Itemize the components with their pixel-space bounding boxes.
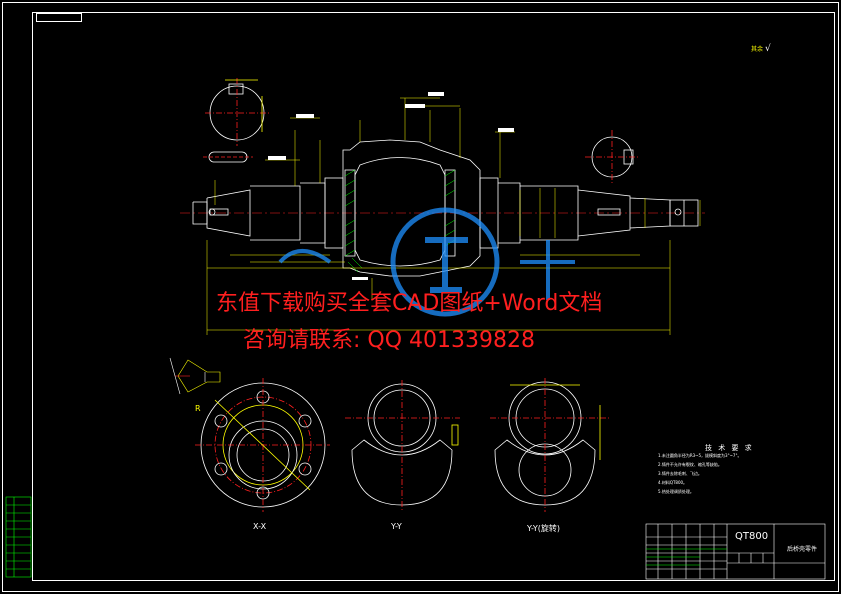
roughness-check-icon: √ <box>764 44 771 54</box>
tech-requirement-1: 1.未注圆角半径为R3~5，拔模斜度为3°~7°。 <box>658 453 742 458</box>
left-binding-strip <box>5 496 32 578</box>
dimension-lines <box>206 97 701 335</box>
tech-requirements-title: 技 术 要 求 <box>705 444 754 452</box>
tech-requirement-5: 5.热处理调质处理。 <box>658 489 694 494</box>
title-block-green-rows <box>646 548 727 566</box>
top-left-code-box <box>36 13 82 22</box>
section-label-xx: X-X <box>253 522 267 531</box>
section-label-yy-rotated: Y-Y(旋转) <box>527 524 561 533</box>
key-view-left <box>203 151 253 163</box>
detail-view-r <box>169 357 221 395</box>
title-block-part-name: 后桥壳零件 <box>787 546 818 553</box>
key-section-left <box>205 78 270 146</box>
title-block-material: QT800 <box>735 531 769 542</box>
section-xx <box>195 378 330 512</box>
tech-requirement-3: 3.铸件去除毛刺、飞边。 <box>658 471 702 476</box>
watermark-line-1: 东值下载购买全套CAD图纸+Word文档 <box>216 291 603 316</box>
section-yy-rotated <box>490 378 610 512</box>
tech-requirement-4: 4.材料QT800。 <box>658 480 688 485</box>
roughness-note-text: 其余 <box>751 46 764 53</box>
section-label-yy: Y-Y <box>391 522 402 531</box>
section-yy <box>345 380 460 512</box>
roughness-note: 其余 √ <box>751 44 771 54</box>
detail-label-r: R <box>195 404 201 413</box>
section-hatching <box>344 169 456 273</box>
watermark-logo <box>278 207 575 317</box>
tech-requirement-2: 2.铸件不允许有裂纹、缩孔等缺陷。 <box>658 462 722 467</box>
title-block-grid <box>645 523 826 580</box>
inner-frame <box>32 12 835 581</box>
watermark-line-2: 咨询请联系: QQ 401339828 <box>243 328 536 353</box>
key-section-right <box>585 130 640 184</box>
